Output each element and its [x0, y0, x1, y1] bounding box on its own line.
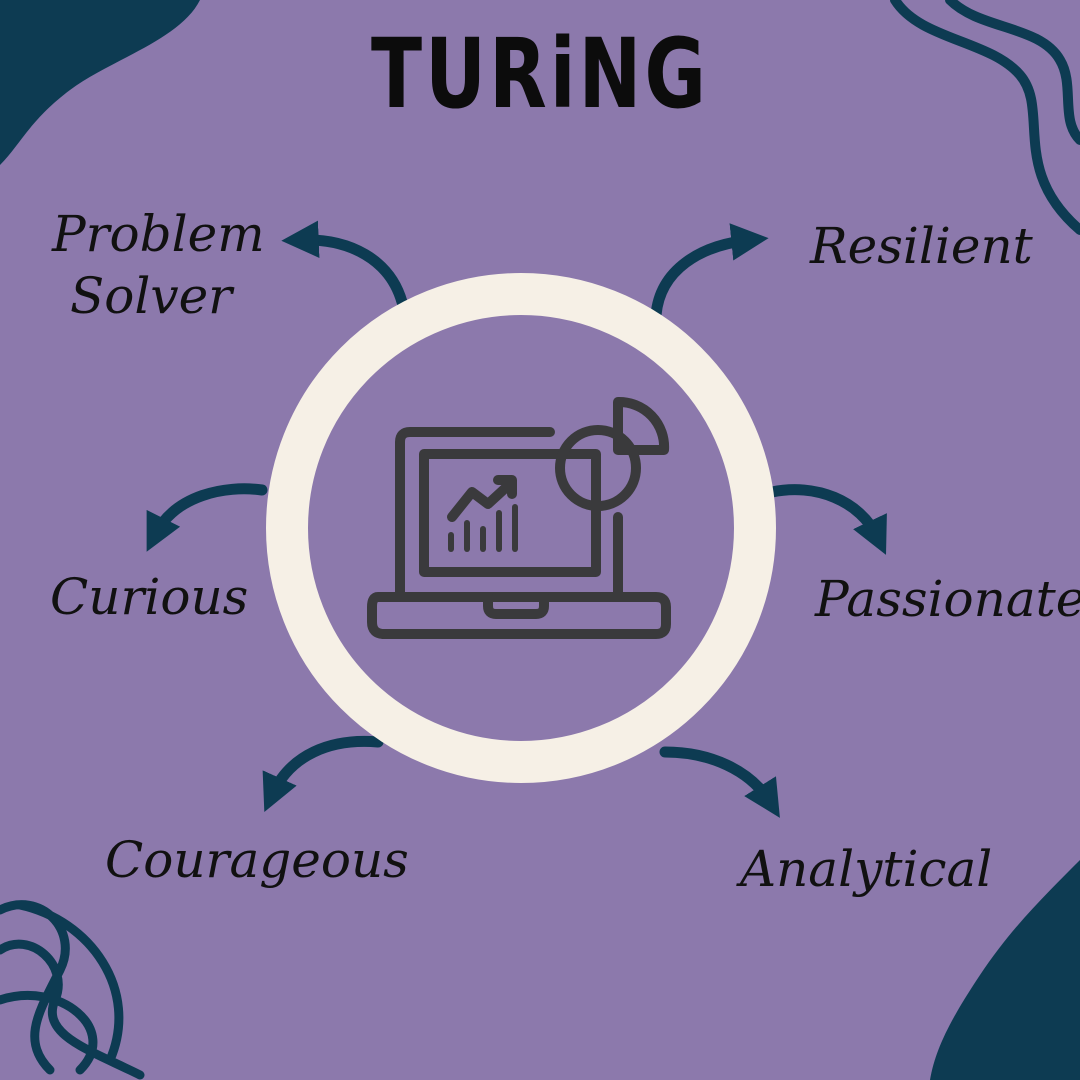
arrow-resilient: [650, 223, 769, 321]
trait-curious: Curious: [50, 568, 249, 626]
page-title: TURiNG: [370, 18, 710, 130]
top-right-wave-1: [890, 0, 1080, 235]
arrow-passionate: [766, 484, 887, 555]
laptop-analytics-icon: [367, 396, 671, 639]
top-left-blob: [0, 0, 200, 165]
trait-analytical: Analytical: [740, 840, 993, 898]
arrow-analytical: [659, 746, 780, 818]
trait-problem-solver-line-2: Solver: [70, 267, 233, 325]
trait-resilient: Resilient: [810, 217, 1033, 275]
trait-problem-solver-line-1: Problem: [52, 205, 265, 263]
trait-problem-solver: Problem Solver: [52, 203, 265, 327]
arrow-curious: [146, 483, 268, 552]
bottom-right-blob: [930, 860, 1080, 1080]
arrow-courageous: [262, 735, 384, 813]
trait-courageous: Courageous: [105, 831, 409, 889]
top-right-wave-2: [945, 0, 1080, 145]
bottom-left-scribble: [0, 900, 145, 1080]
arrow-problem-solver: [281, 220, 408, 308]
trait-passionate: Passionate: [815, 570, 1080, 628]
